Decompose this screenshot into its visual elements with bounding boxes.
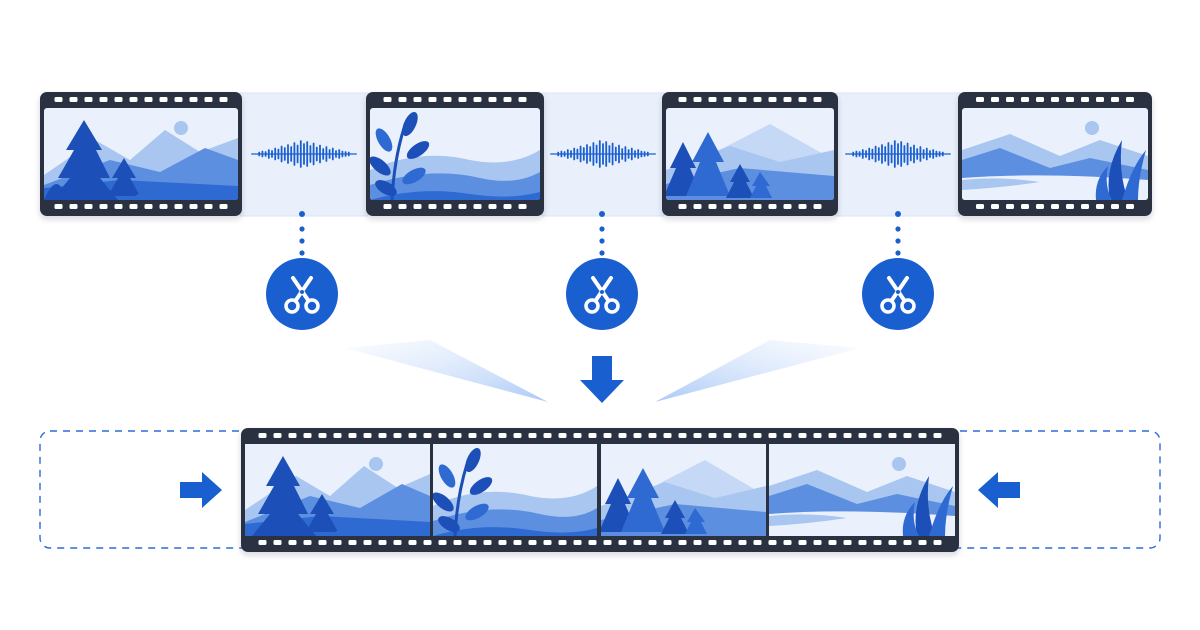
top-clips <box>40 92 1152 216</box>
sprocket-holes <box>678 97 822 209</box>
waveform-icon <box>550 140 656 168</box>
merged-film-strip <box>241 428 959 552</box>
film-clip-3 <box>662 92 838 216</box>
sprocket-holes <box>258 433 942 545</box>
audio-waveforms <box>251 140 951 168</box>
clip-divider <box>597 444 601 536</box>
scene-pine-trees-mountain-peak <box>666 108 834 200</box>
sprocket-holes <box>383 97 527 209</box>
scissors-icon <box>266 258 338 330</box>
scissors-icon <box>862 258 934 330</box>
merged-scene-leaves-rolling-hills <box>433 444 597 536</box>
cut-connectors <box>299 211 901 256</box>
scene-leaves-rolling-hills <box>370 108 540 200</box>
merged-scene-lake-mountains-sun-plant <box>769 444 955 536</box>
sprocket-holes <box>976 97 1134 209</box>
merge-fan-right <box>655 340 860 402</box>
film-clip-2 <box>366 92 544 216</box>
scissors-icon <box>566 258 638 330</box>
clip-divider <box>766 444 769 536</box>
arrow-right-icon <box>180 472 222 508</box>
film-clip-4 <box>958 92 1152 216</box>
waveform-icon <box>845 140 951 168</box>
merge-indicator <box>345 340 860 403</box>
sprocket-holes <box>54 97 228 209</box>
scene-forest-mountains-sun <box>44 108 238 200</box>
film-clip-1 <box>40 92 242 216</box>
arrow-down-icon <box>580 356 624 403</box>
clip-divider <box>430 444 433 536</box>
arrow-left-icon <box>978 472 1020 508</box>
merged-scene-pine-trees-mountain-peak <box>601 444 766 536</box>
cut-markers <box>266 258 934 330</box>
waveform-icon <box>251 140 357 168</box>
merged-scene-forest-mountains-sun <box>245 444 430 536</box>
merge-fan-left <box>345 340 548 402</box>
scene-lake-mountains-sun-plant <box>962 108 1148 200</box>
